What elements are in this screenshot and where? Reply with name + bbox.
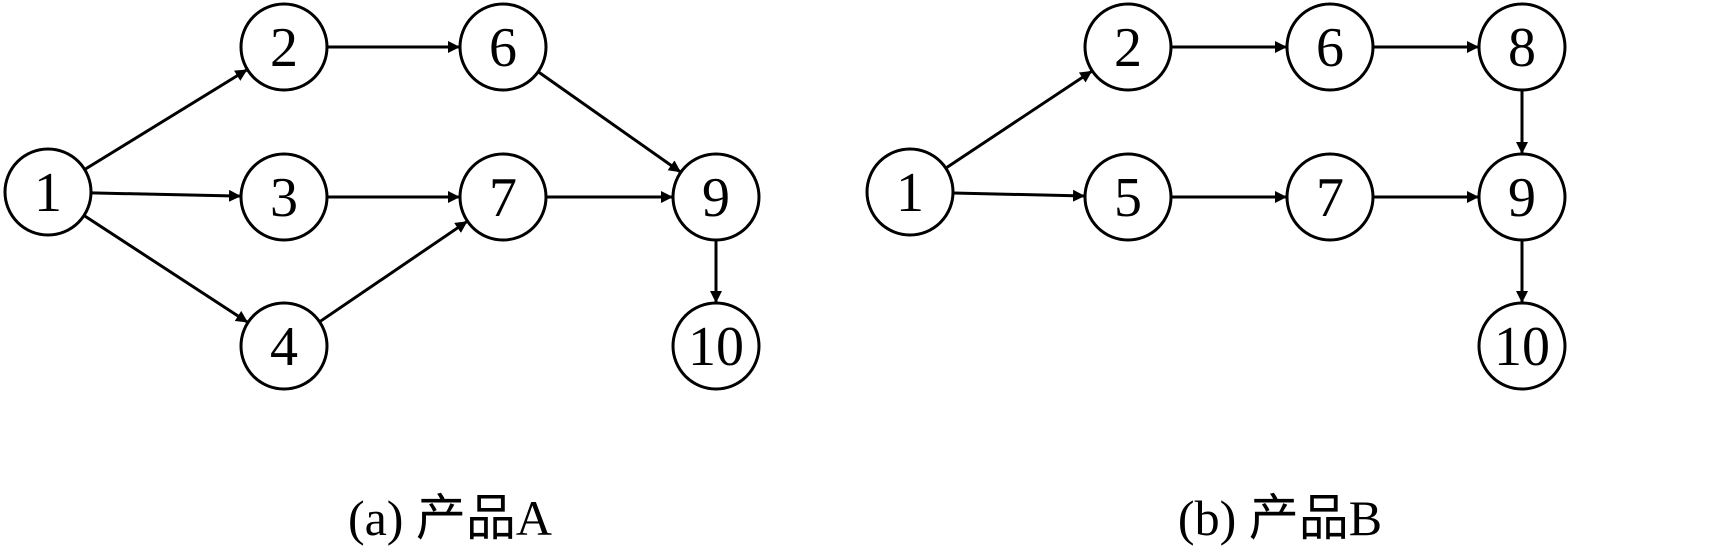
node-circle: [1477, 2, 1567, 92]
node-label: 5: [1114, 167, 1142, 229]
node-circle: [1083, 2, 1173, 92]
node-b-10: 10: [1477, 301, 1567, 391]
caption-product-b: (b) 产品B: [1178, 490, 1382, 546]
node-circle: [1477, 301, 1567, 391]
node-label: 1: [34, 162, 62, 224]
node-label: 4: [270, 316, 298, 378]
node-b-5: 5: [1083, 152, 1173, 242]
node-label: 2: [270, 17, 298, 79]
node-circle: [239, 152, 329, 242]
node-circle: [671, 152, 761, 242]
node-a-4: 4: [239, 301, 329, 391]
nodes-product-b: 1 2 5 6 7 8 9 10: [865, 2, 1567, 391]
node-circle: [1083, 152, 1173, 242]
arrow-a-1-to-3: [90, 189, 242, 202]
node-label: 7: [489, 167, 517, 229]
node-a-3: 3: [239, 152, 329, 242]
node-a-2: 2: [239, 2, 329, 92]
node-label: 9: [702, 167, 730, 229]
arrow-b-1-to-5: [952, 189, 1086, 202]
node-a-6: 6: [458, 2, 548, 92]
edges-product-a: [83, 41, 722, 324]
node-label: 3: [270, 167, 298, 229]
node-circle: [458, 152, 548, 242]
node-circle: [671, 301, 761, 391]
node-a-10: 10: [671, 301, 761, 391]
arrow-a-6-to-9: [537, 70, 682, 174]
node-circle: [1285, 2, 1375, 92]
node-label: 1: [896, 162, 924, 224]
arrow-b-1-to-2: [944, 69, 1094, 170]
node-circle: [458, 2, 548, 92]
node-circle: [239, 301, 329, 391]
node-b-1: 1: [865, 147, 955, 237]
node-b-8: 8: [1477, 2, 1567, 92]
node-b-9: 9: [1477, 152, 1567, 242]
node-label: 2: [1114, 17, 1142, 79]
diagram-product-b: 1 2 5 6 7 8 9 10 (b) 产品B: [865, 2, 1567, 546]
node-label: 9: [1508, 167, 1536, 229]
node-circle: [239, 2, 329, 92]
node-a-9: 9: [671, 152, 761, 242]
node-label: 8: [1508, 17, 1536, 79]
node-b-2: 2: [1083, 2, 1173, 92]
node-label: 10: [688, 316, 744, 378]
node-a-1: 1: [3, 147, 93, 237]
node-circle: [865, 147, 955, 237]
edges-product-b: [944, 41, 1528, 303]
arrow-a-1-to-4: [83, 214, 249, 324]
node-circle: [1285, 152, 1375, 242]
diagram-product-a: 1 2 3 4 6 7 9 10 (a) 产品A: [3, 2, 761, 546]
node-label: 7: [1316, 167, 1344, 229]
node-b-6: 6: [1285, 2, 1375, 92]
node-a-7: 7: [458, 152, 548, 242]
arrow-a-4-to-7: [318, 219, 469, 324]
node-b-7: 7: [1285, 152, 1375, 242]
caption-product-a: (a) 产品A: [348, 490, 552, 546]
arrow-a-1-to-2: [83, 68, 249, 171]
node-circle: [3, 147, 93, 237]
nodes-product-a: 1 2 3 4 6 7 9 10: [3, 2, 761, 391]
node-label: 10: [1494, 316, 1550, 378]
node-circle: [1477, 152, 1567, 242]
node-label: 6: [489, 17, 517, 79]
node-label: 6: [1316, 17, 1344, 79]
